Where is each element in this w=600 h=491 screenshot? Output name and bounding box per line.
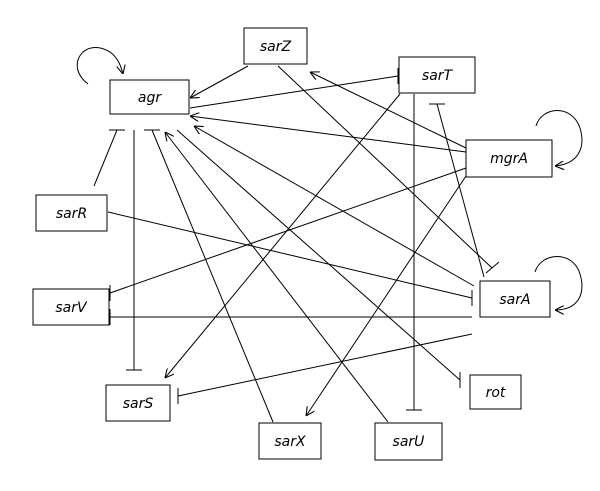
self-loop-agr <box>76 46 123 85</box>
edge-agr-rot <box>176 129 461 381</box>
edge-mgrA-sarX <box>306 175 467 416</box>
edge-sarA-agr <box>194 126 475 287</box>
node-label-agr: agr <box>138 90 162 106</box>
node-sarA[interactable]: sarA <box>479 280 551 318</box>
edge-sarU-agr <box>165 132 389 423</box>
edge-sarZ-sarA <box>277 65 493 269</box>
self-loop-mgrA <box>535 110 583 167</box>
node-label-rot: rot <box>486 385 506 401</box>
node-label-sarR: sarR <box>56 206 87 222</box>
self-loop-sarA <box>534 256 583 311</box>
edge-sarZ-agr <box>190 65 249 98</box>
node-mgrA[interactable]: mgrA <box>465 139 553 178</box>
edge-sarA-sarS <box>177 333 473 397</box>
edge-sarZ-sarA-bar <box>485 261 500 274</box>
node-sarR[interactable]: sarR <box>35 194 108 232</box>
node-rot[interactable]: rot <box>469 374 522 410</box>
node-sarV[interactable]: sarV <box>32 288 110 326</box>
node-label-sarV: sarV <box>55 300 88 316</box>
node-label-sarX: sarX <box>274 434 306 450</box>
edge-agr-sarT <box>189 75 399 109</box>
node-agr[interactable]: agr <box>109 79 190 115</box>
node-sarS[interactable]: sarS <box>105 384 171 422</box>
edge-mgrA-agr <box>190 116 467 153</box>
edge-sarR-sarA <box>107 211 473 299</box>
node-sarU[interactable]: sarU <box>374 422 443 461</box>
node-sarX[interactable]: sarX <box>258 422 322 460</box>
node-label-sarS: sarS <box>123 396 154 412</box>
edge-mgrA-sarT <box>310 72 467 149</box>
node-label-mgrA: mgrA <box>490 151 528 167</box>
node-sarZ[interactable]: sarZ <box>243 27 308 65</box>
node-label-sarT: sarT <box>422 68 454 84</box>
node-sarT[interactable]: sarT <box>398 56 476 94</box>
edge-mgrA-sarV <box>109 167 467 294</box>
edge-sarR-agr <box>93 129 118 187</box>
edge-sarT-sarX <box>165 93 401 378</box>
edges <box>76 46 583 423</box>
node-label-sarA: sarA <box>499 292 530 308</box>
edge-sarA-sarT <box>436 103 485 278</box>
edge-sarX-agr <box>151 129 274 423</box>
node-label-sarZ: sarZ <box>260 39 292 55</box>
node-label-sarU: sarU <box>393 434 425 450</box>
